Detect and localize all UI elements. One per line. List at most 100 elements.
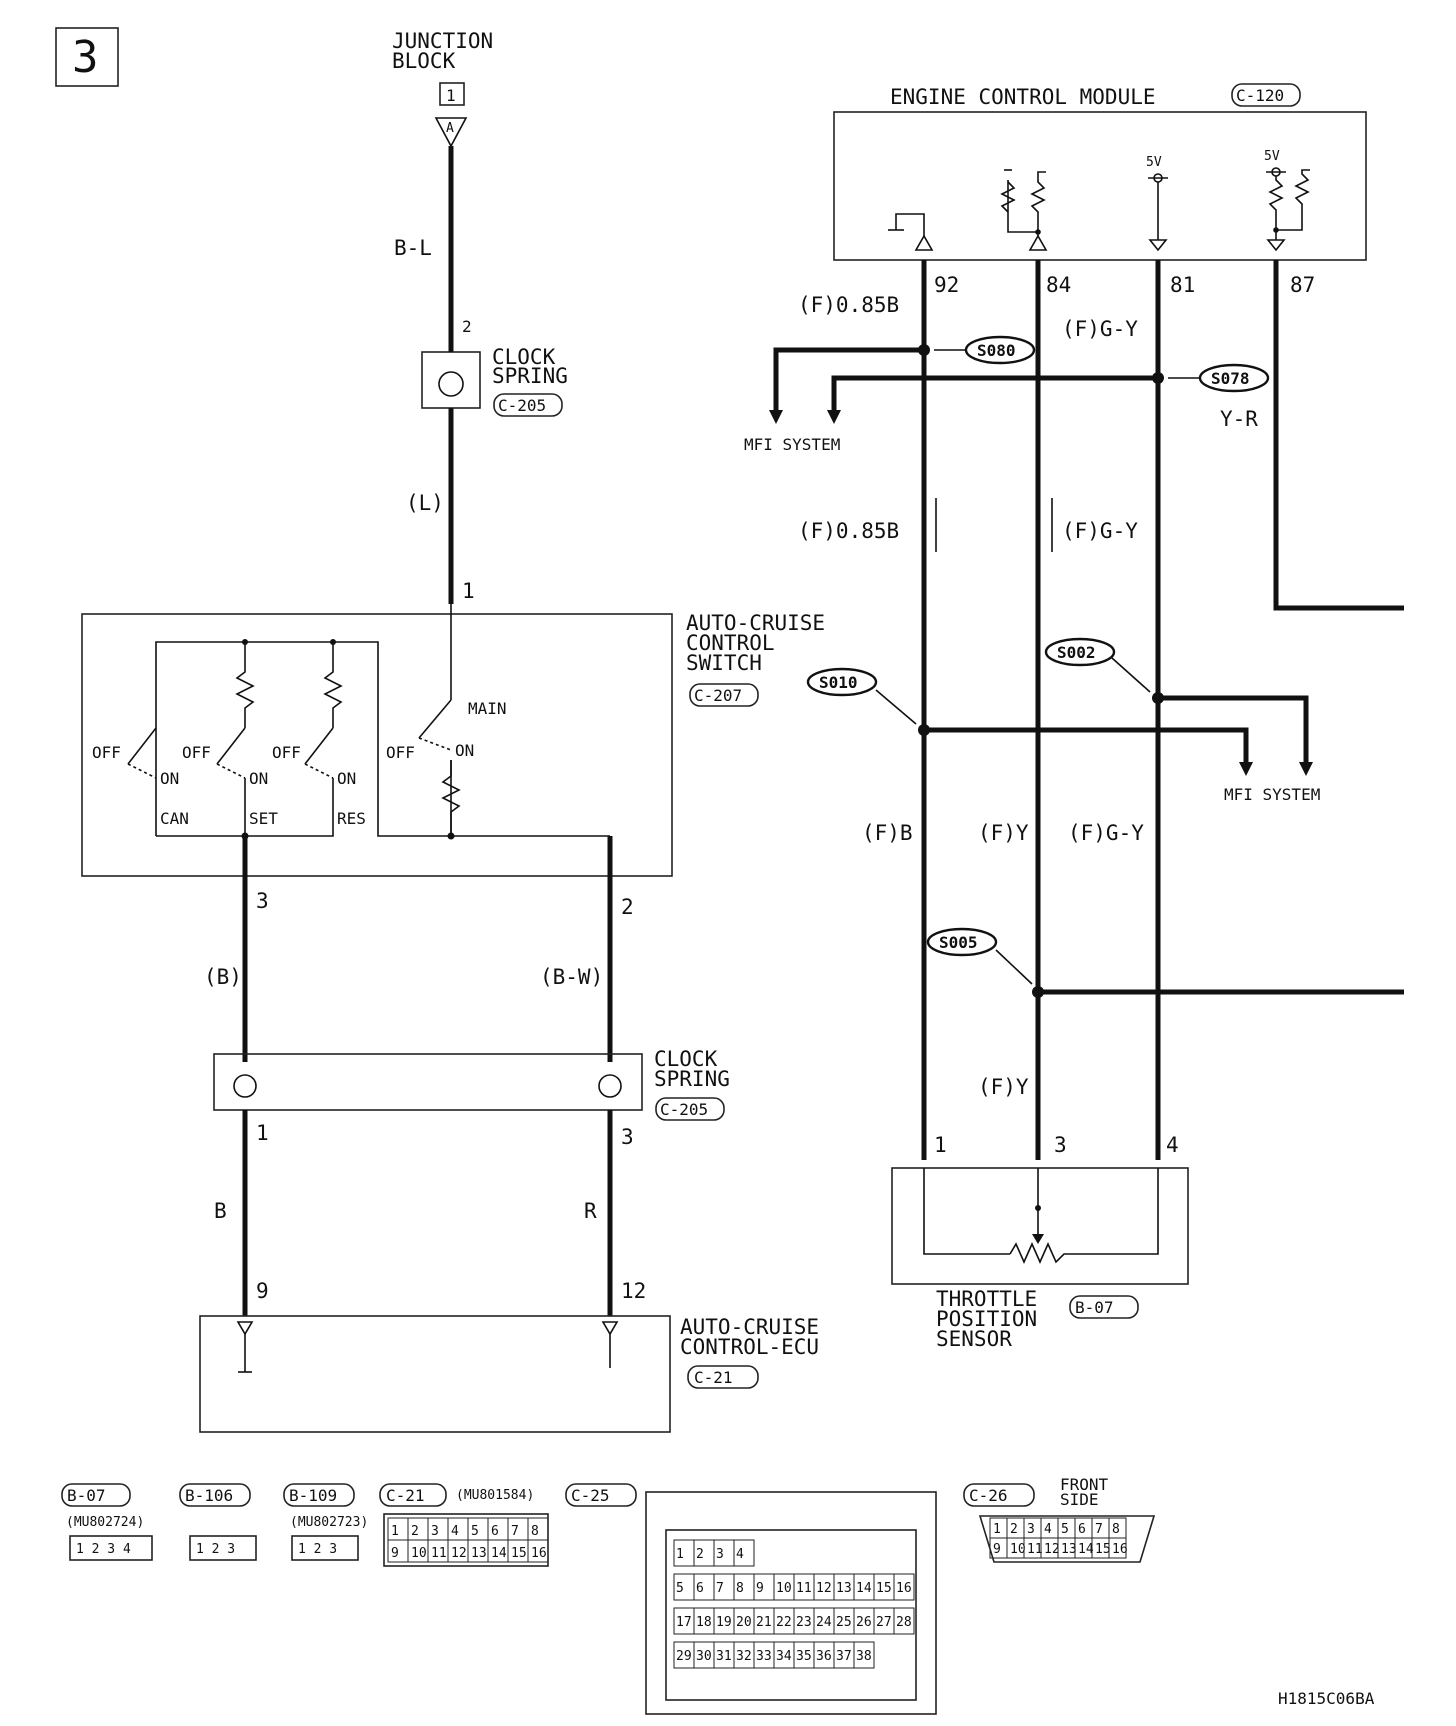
connector-pin: 12 bbox=[451, 1546, 467, 1561]
junction-connector-icon bbox=[434, 117, 468, 148]
wire-label-b: B bbox=[214, 1199, 227, 1223]
tps-pin-4: 4 bbox=[1166, 1133, 1179, 1157]
connector-pin: 11 bbox=[796, 1581, 812, 1596]
connector-pin: 14 bbox=[1078, 1542, 1094, 1557]
svg-text:S078: S078 bbox=[1211, 369, 1250, 388]
connector-pin: 8 bbox=[531, 1524, 539, 1539]
connector-pin: 25 bbox=[836, 1615, 852, 1630]
connector-pin: 9 bbox=[756, 1581, 764, 1596]
throttle-position-sensor: 1 3 4 THROTTLE POSITION SENSOR B-07 bbox=[891, 1133, 1189, 1351]
connector-pin: 13 bbox=[1061, 1542, 1077, 1557]
connector-pin: 37 bbox=[836, 1649, 852, 1664]
connector-pin: 4 bbox=[736, 1547, 744, 1562]
ecm-pin-84: 84 bbox=[1046, 273, 1071, 297]
clock-spring-icon bbox=[438, 371, 464, 397]
svg-text:1 2 3 4: 1 2 3 4 bbox=[76, 1542, 131, 1557]
tps-pin-3: 3 bbox=[1054, 1133, 1067, 1157]
wire-label-b-l: B-L bbox=[394, 236, 432, 260]
connector-pin: 11 bbox=[431, 1546, 447, 1561]
switch-connector: C-207 bbox=[694, 686, 742, 705]
clock-spring-bottom-pin-left: 1 bbox=[256, 1121, 269, 1145]
clock-spring-bottom: CLOCK SPRING C-205 1 3 bbox=[213, 1047, 730, 1149]
connector-pin: 18 bbox=[696, 1615, 712, 1630]
switch-label-3: SWITCH bbox=[686, 651, 762, 675]
set-on-label: ON bbox=[249, 769, 268, 788]
ecu-pin-left: 9 bbox=[256, 1279, 269, 1303]
connector-pin: 6 bbox=[1078, 1522, 1086, 1537]
tps-label-1: THROTTLE bbox=[936, 1287, 1037, 1311]
connector-pin: 3 bbox=[431, 1524, 439, 1539]
ecu-pin-right: 12 bbox=[621, 1279, 646, 1303]
connector-pin: 1 bbox=[676, 1547, 684, 1562]
svg-text:(MU801584): (MU801584) bbox=[456, 1488, 534, 1503]
splice-s002: S002 bbox=[1044, 637, 1151, 693]
connector-pin: 2 bbox=[696, 1547, 704, 1562]
clock-spring-bottom-connector: C-205 bbox=[660, 1100, 708, 1119]
connector-pin: 14 bbox=[856, 1581, 872, 1596]
connector-pin: 20 bbox=[736, 1615, 752, 1630]
svg-text:B-109: B-109 bbox=[289, 1486, 337, 1505]
connector-pin: 10 bbox=[776, 1581, 792, 1596]
splice-s005: S005 bbox=[926, 927, 1033, 985]
connector-pin: 32 bbox=[736, 1649, 752, 1664]
svg-text:1 2 3: 1 2 3 bbox=[298, 1542, 337, 1557]
connector-pin: 36 bbox=[816, 1649, 832, 1664]
can-off-label: OFF bbox=[92, 743, 121, 762]
connector-pin: 35 bbox=[796, 1649, 812, 1664]
svg-text:(MU802723): (MU802723) bbox=[290, 1515, 368, 1530]
junction-connector-letter: A bbox=[446, 121, 454, 136]
ecu-label-2: CONTROL-ECU bbox=[680, 1335, 819, 1359]
connector-pin: 4 bbox=[1044, 1522, 1052, 1537]
wire-label-fy-low: (F)Y bbox=[978, 1075, 1029, 1099]
connector-pin: 2 bbox=[1010, 1522, 1018, 1537]
connector-pin: 15 bbox=[511, 1546, 527, 1561]
set-label: SET bbox=[249, 809, 278, 828]
connector-b07: B-07 (MU802724) 1 2 3 4 bbox=[61, 1483, 153, 1561]
svg-text:(MU802724): (MU802724) bbox=[66, 1515, 144, 1530]
tps-pin-1: 1 bbox=[934, 1133, 947, 1157]
connector-pin: 23 bbox=[796, 1615, 812, 1630]
connector-pin: 12 bbox=[816, 1581, 832, 1596]
connector-pin: 17 bbox=[676, 1615, 692, 1630]
connector-pin: 5 bbox=[676, 1581, 684, 1596]
ecm-title: ENGINE CONTROL MODULE bbox=[890, 85, 1156, 109]
can-on-label: ON bbox=[160, 769, 179, 788]
main-off-label: OFF bbox=[386, 743, 415, 762]
connector-pin: 15 bbox=[876, 1581, 892, 1596]
splice-s078: S078 bbox=[1168, 363, 1270, 393]
connector-pin: 16 bbox=[1112, 1542, 1128, 1557]
svg-text:C-25: C-25 bbox=[571, 1486, 610, 1505]
ecm-5v-label-2: 5V bbox=[1264, 149, 1280, 164]
switch-label-1: AUTO-CRUISE bbox=[686, 611, 825, 635]
connector-pin: 13 bbox=[471, 1546, 487, 1561]
connector-pin: 9 bbox=[993, 1542, 1001, 1557]
connector-pin: 2 bbox=[411, 1524, 419, 1539]
connector-pin: 1 bbox=[391, 1524, 399, 1539]
ecu-connector: C-21 bbox=[694, 1368, 733, 1387]
svg-text:C-26: C-26 bbox=[969, 1486, 1008, 1505]
connector-pin: 29 bbox=[676, 1649, 692, 1664]
connector-pin: 34 bbox=[776, 1649, 792, 1664]
svg-text:FRONT: FRONT bbox=[1060, 1475, 1109, 1494]
junction-block-label-1: JUNCTION bbox=[392, 29, 493, 53]
connector-pin: 7 bbox=[1095, 1522, 1103, 1537]
clock-spring-top: 2 CLOCK SPRING C-205 bbox=[421, 317, 568, 417]
clock-spring-bottom-label-2: SPRING bbox=[654, 1067, 730, 1091]
engine-control-module: ENGINE CONTROL MODULE C-120 5V 5V 92 84 … bbox=[833, 83, 1367, 297]
connector-pin: 38 bbox=[856, 1649, 872, 1664]
connector-pin: 27 bbox=[876, 1615, 892, 1630]
connector-pin: 10 bbox=[1010, 1542, 1026, 1557]
svg-text:S002: S002 bbox=[1057, 643, 1096, 662]
connector-pin: 21 bbox=[756, 1615, 772, 1630]
svg-text:C-21: C-21 bbox=[386, 1486, 425, 1505]
wire-label-085b-top: (F)0.85B bbox=[798, 293, 899, 317]
connector-pin: 7 bbox=[716, 1581, 724, 1596]
tps-connector: B-07 bbox=[1075, 1298, 1114, 1317]
switch-label-2: CONTROL bbox=[686, 631, 775, 655]
ecm-pin-81: 81 bbox=[1170, 273, 1195, 297]
svg-text:B-106: B-106 bbox=[185, 1486, 233, 1505]
connector-pin: 24 bbox=[816, 1615, 832, 1630]
